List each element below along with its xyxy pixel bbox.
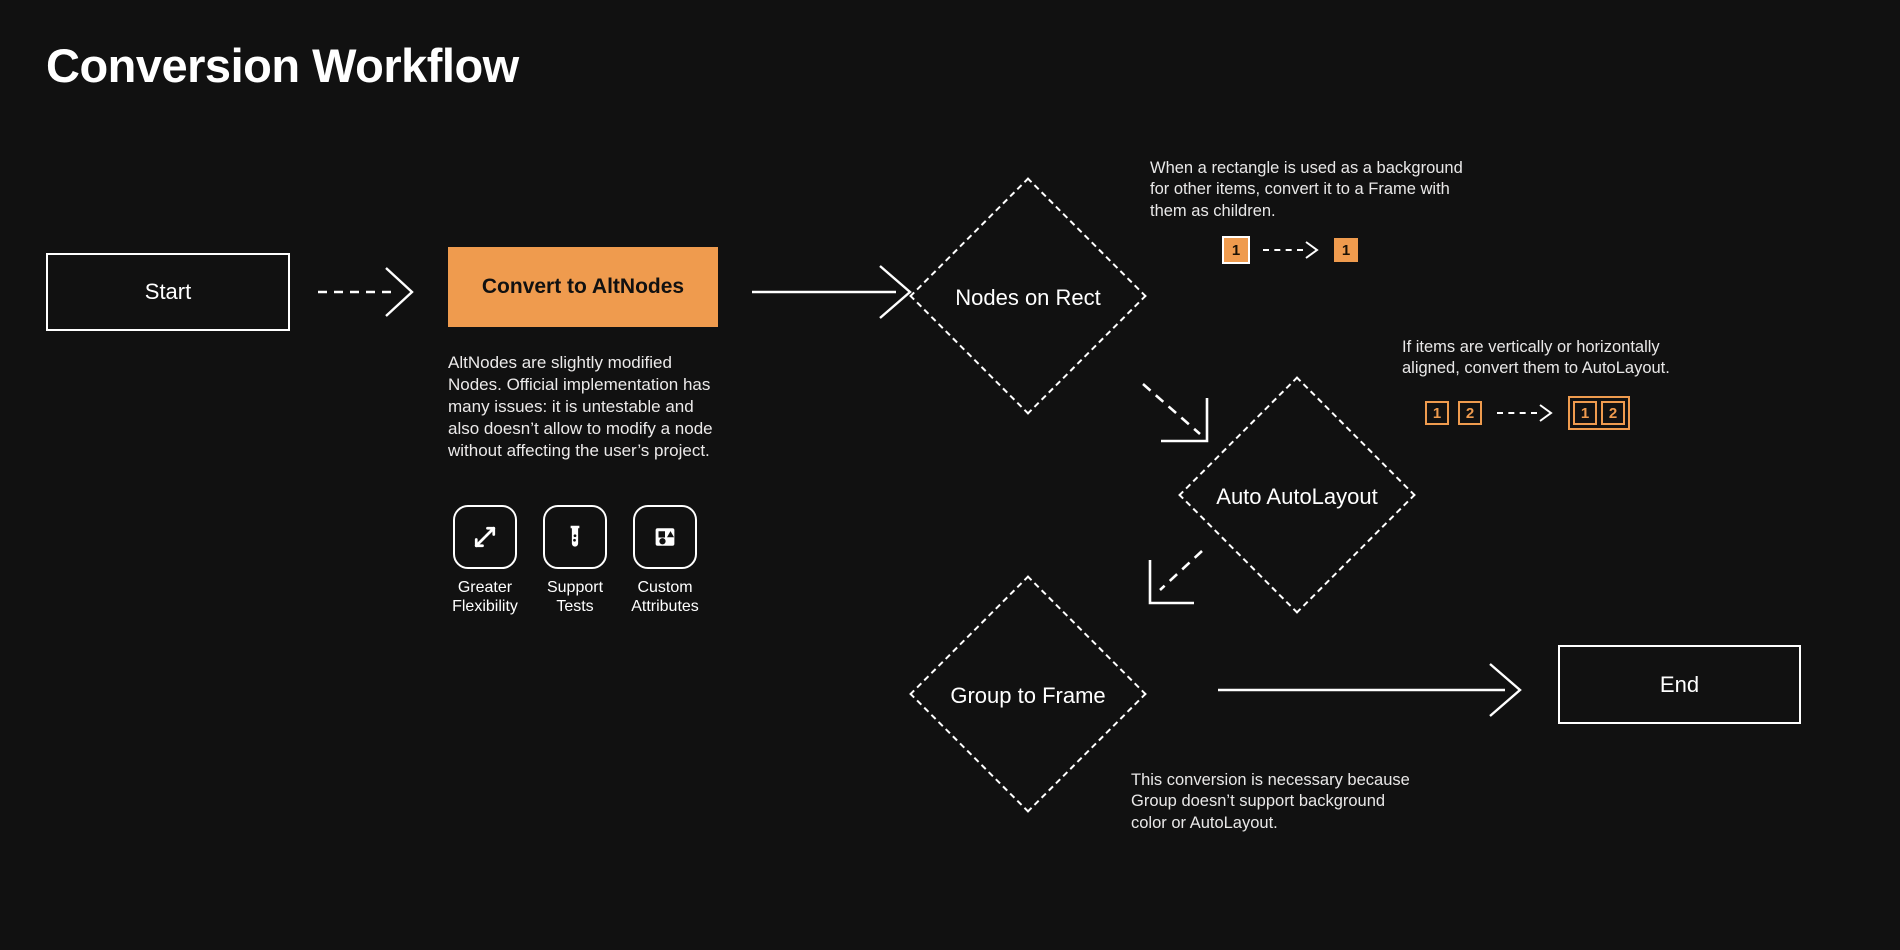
test-tube-icon [543,505,607,569]
node-end[interactable]: End [1558,645,1801,724]
mini-arrow-icon [1497,404,1553,422]
feature-caption: Custom Attributes [631,579,699,615]
badge-demo-nodes-on-rect: 1 1 [1224,238,1358,262]
feature-greater-flexibility[interactable]: Greater Flexibility [452,505,518,617]
node-start[interactable]: Start [46,253,290,331]
feature-caption: Greater Flexibility [452,579,518,615]
annotation-auto-autolayout: If items are vertically or horizontally … [1402,338,1670,378]
node-convert-label: Convert to AltNodes [481,275,685,298]
badge-demo-auto-autolayout: 1 2 1 2 [1425,396,1630,430]
expand-arrows-icon [453,505,517,569]
feature-caption: Support Tests [546,579,604,615]
feature-list: Greater Flexibility Support Tests [452,505,699,617]
mini-arrow-icon [1263,241,1319,259]
connector-auto-to-group [1148,550,1203,605]
shapes-icon [633,505,697,569]
connector-nodes-to-auto [1142,383,1209,443]
badge-before-1: 1 [1224,238,1248,262]
node-group-to-frame-label: Group to Frame [950,683,1106,708]
feature-custom-attributes[interactable]: Custom Attributes [631,505,699,617]
badge-after-1: 1 [1334,238,1358,262]
badge-before-2: 2 [1458,401,1482,425]
annotation-group-to-frame: This conversion is necessary because Gro… [1131,771,1410,832]
page-title: Conversion Workflow [46,39,519,92]
node-end-label: End [1659,671,1700,697]
node-start-label: Start [144,279,192,304]
node-nodes-on-rect-label: Nodes on Rect [955,285,1101,310]
node-auto-autolayout-label: Auto AutoLayout [1216,484,1378,509]
node-convert-to-altnodes[interactable]: Convert to AltNodes [448,247,718,327]
annotation-nodes-on-rect: When a rectangle is used as a background… [1150,159,1463,220]
feature-support-tests[interactable]: Support Tests [542,505,608,617]
badge-after-2: 2 [1601,401,1625,425]
connector-group-to-end [1218,663,1522,717]
connector-start-to-convert [318,267,414,317]
badge-before-1: 1 [1425,401,1449,425]
badge-after-frame: 1 2 [1568,396,1630,430]
convert-description: AltNodes are slightly modified Nodes. Of… [448,353,713,461]
badge-after-1: 1 [1573,401,1597,425]
